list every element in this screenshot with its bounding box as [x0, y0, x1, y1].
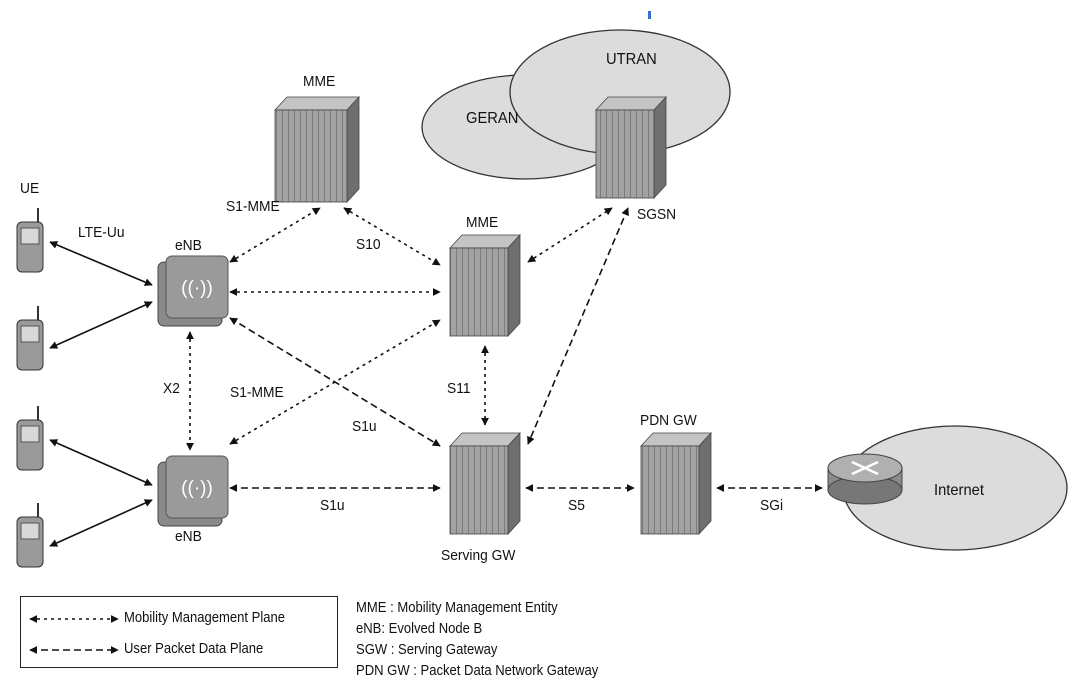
link-mme2-sgsn: [527, 207, 613, 263]
s1-mme-mid-label: S1-MME: [230, 384, 284, 401]
ue-label: UE: [20, 180, 40, 197]
ue-phone-4: [16, 503, 44, 568]
definition-pdn-gw: PDN GW : Packet Data Network Gateway: [356, 663, 599, 679]
legend-mobility-label: Mobility Management Plane: [124, 610, 286, 626]
s11-label: S11: [447, 380, 471, 397]
mme-mid-server: [449, 233, 521, 338]
pdn-gw-label: PDN GW: [640, 412, 697, 429]
definition-mme: MME : Mobility Management Entity: [356, 600, 558, 616]
link-sgsn-sgw: [527, 207, 629, 445]
link-ue3-enb: [49, 439, 153, 486]
mme-top-server: [274, 95, 360, 204]
link-ue2-enb: [49, 301, 153, 349]
enb-bottom-icon: ((·)): [157, 455, 229, 527]
blue-mark: [648, 11, 651, 19]
link-ue4-enb: [49, 499, 153, 547]
legend-box: [20, 596, 338, 668]
definition-enb: eNB: Evolved Node B: [356, 621, 483, 637]
enb-top-icon: ((·)): [157, 255, 229, 327]
geran-label: GERAN: [466, 110, 519, 127]
sgsn-server: [595, 95, 667, 200]
definition-sgw: SGW : Serving Gateway: [356, 642, 498, 658]
svg-text:((·)): ((·)): [181, 278, 213, 299]
link-s1mme-enb1-mme1: [229, 207, 321, 263]
s10-label: S10: [356, 236, 381, 253]
mme-top-label: MME: [303, 73, 336, 90]
enb-top-label: eNB: [175, 237, 202, 254]
internet-label: Internet: [934, 482, 984, 499]
x2-label: X2: [163, 380, 180, 397]
ue-phone-3: [16, 406, 44, 471]
ue-phone-2: [16, 306, 44, 371]
legend-user-data-label: User Packet Data Plane: [124, 641, 264, 657]
router-icon: [827, 453, 903, 505]
s5-label: S5: [568, 497, 585, 514]
ue-phone-1: [16, 208, 44, 273]
sgsn-label: SGSN: [637, 206, 677, 223]
svg-text:((·)): ((·)): [181, 478, 213, 499]
s1u-bottom-label: S1u: [320, 497, 345, 514]
mme-mid-label: MME: [466, 214, 499, 231]
serving-gw-label: Serving GW: [441, 547, 516, 564]
link-s1u-enb1-sgw: [229, 317, 441, 447]
s1u-diag-label: S1u: [352, 418, 377, 435]
enb-bottom-label: eNB: [175, 528, 202, 545]
pdn-gw-server: [640, 431, 712, 536]
s1-mme-top-label: S1-MME: [226, 198, 280, 215]
lte-uu-label: LTE-Uu: [78, 224, 125, 241]
utran-label: UTRAN: [606, 51, 657, 68]
serving-gw-server: [449, 431, 521, 536]
link-ue1-enb: [49, 241, 153, 286]
link-s10: [343, 207, 441, 266]
sgi-label: SGi: [760, 497, 784, 514]
